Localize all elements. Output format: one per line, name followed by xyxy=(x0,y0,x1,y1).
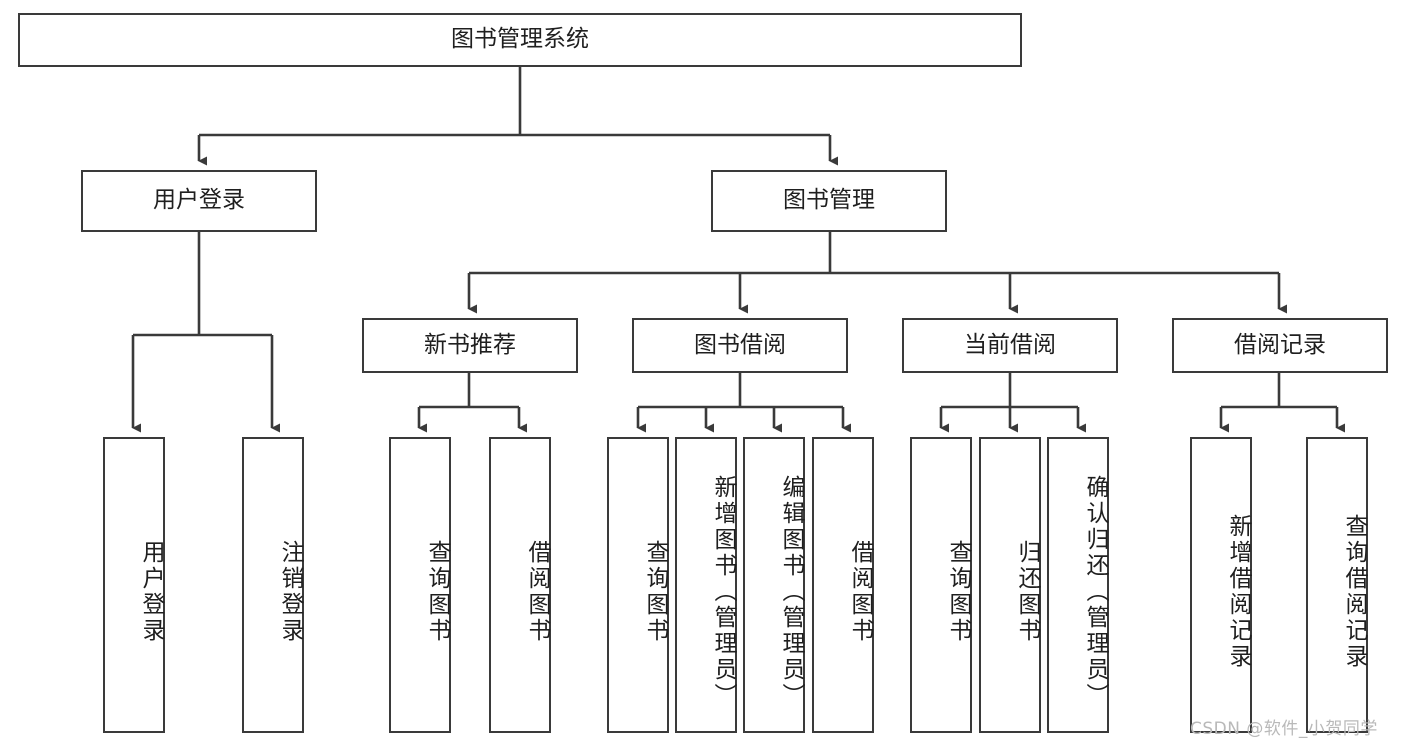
leaf-confirm-return-admin-label: 确认归还（管理员） xyxy=(1082,475,1108,709)
node-borrow-record[interactable]: 借阅记录 xyxy=(1172,318,1388,373)
leaf-query-books-recommend[interactable]: 查询图书 xyxy=(389,437,451,733)
node-root[interactable]: 图书管理系统 xyxy=(18,13,1022,67)
leaf-add-book-admin[interactable]: 新增图书（管理员） xyxy=(675,437,737,733)
leaf-return-books-label: 归还图书 xyxy=(1014,540,1040,644)
leaf-user-login[interactable]: 用户登录 xyxy=(103,437,165,733)
node-new-book-recommend[interactable]: 新书推荐 xyxy=(362,318,578,373)
leaf-query-borrow-record[interactable]: 查询借阅记录 xyxy=(1306,437,1368,733)
leaf-return-books[interactable]: 归还图书 xyxy=(979,437,1041,733)
leaf-edit-book-admin-label: 编辑图书（管理员） xyxy=(778,475,804,709)
leaf-borrow-books-borrow-label: 借阅图书 xyxy=(847,540,873,644)
node-new-book-recommend-label: 新书推荐 xyxy=(424,331,516,358)
leaf-borrow-books-borrow[interactable]: 借阅图书 xyxy=(812,437,874,733)
leaf-query-books-borrow[interactable]: 查询图书 xyxy=(607,437,669,733)
leaf-query-books-borrow-label: 查询图书 xyxy=(642,540,668,644)
node-book-borrow-label: 图书借阅 xyxy=(694,331,786,358)
leaf-logout-label: 注销登录 xyxy=(277,540,303,644)
node-book-borrow[interactable]: 图书借阅 xyxy=(632,318,848,373)
leaf-query-borrow-record-label: 查询借阅记录 xyxy=(1341,514,1367,670)
leaf-add-book-admin-label: 新增图书（管理员） xyxy=(710,475,736,709)
leaf-confirm-return-admin[interactable]: 确认归还（管理员） xyxy=(1047,437,1109,733)
leaf-query-books-recommend-label: 查询图书 xyxy=(424,540,450,644)
node-borrow-record-label: 借阅记录 xyxy=(1234,331,1326,358)
leaf-borrow-books-recommend[interactable]: 借阅图书 xyxy=(489,437,551,733)
leaf-user-login-label: 用户登录 xyxy=(138,540,164,644)
leaf-query-books-current-label: 查询图书 xyxy=(945,540,971,644)
node-book-management-label: 图书管理 xyxy=(783,187,875,214)
leaf-add-borrow-record-label: 新增借阅记录 xyxy=(1225,514,1251,670)
leaf-borrow-books-recommend-label: 借阅图书 xyxy=(524,540,550,644)
leaf-add-borrow-record[interactable]: 新增借阅记录 xyxy=(1190,437,1252,733)
node-current-borrow-label: 当前借阅 xyxy=(964,331,1056,358)
leaf-edit-book-admin[interactable]: 编辑图书（管理员） xyxy=(743,437,805,733)
node-user-login[interactable]: 用户登录 xyxy=(81,170,317,232)
node-user-login-label: 用户登录 xyxy=(153,187,245,214)
node-book-management[interactable]: 图书管理 xyxy=(711,170,947,232)
node-root-label: 图书管理系统 xyxy=(451,26,589,53)
leaf-logout[interactable]: 注销登录 xyxy=(242,437,304,733)
node-current-borrow[interactable]: 当前借阅 xyxy=(902,318,1118,373)
leaf-query-books-current[interactable]: 查询图书 xyxy=(910,437,972,733)
